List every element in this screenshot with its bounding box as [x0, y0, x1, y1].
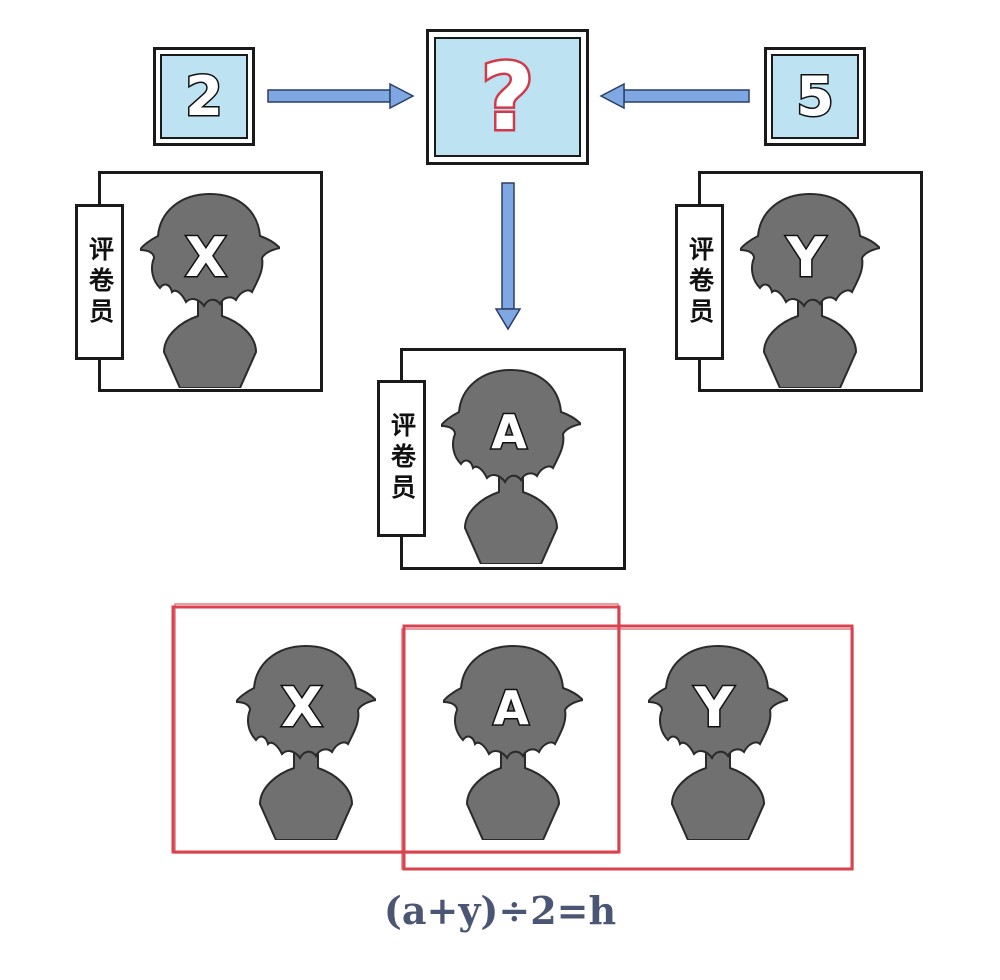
person-silhouette-icon: Y	[740, 192, 880, 388]
reviewer-tag-label: 评卷员	[387, 412, 417, 505]
formula-caption: (a+y)÷2=h	[383, 888, 617, 933]
comparison-a-letter: A	[493, 681, 529, 735]
comparison-highlight-right	[401, 624, 854, 871]
score-left-value: 2	[184, 64, 225, 130]
score-right-value: 5	[795, 64, 836, 130]
right-arrow-icon	[267, 82, 415, 110]
left-arrow-icon	[599, 82, 750, 110]
person-silhouette-icon: Y	[648, 644, 788, 840]
reviewer-y-letter: Y	[785, 226, 826, 289]
comparison-highlight-left	[171, 603, 621, 854]
question-mark-icon: ?	[478, 41, 536, 153]
person-silhouette-icon: A	[441, 368, 581, 564]
reviewer-tag-a: 评卷员	[377, 380, 426, 537]
reviewer-tag-x: 评卷员	[75, 204, 124, 360]
comparison-x-letter: X	[281, 676, 323, 739]
person-silhouette-icon: A	[443, 644, 583, 840]
unknown-score-box: ?	[426, 29, 589, 165]
down-arrow-icon	[494, 182, 522, 331]
comparison-y-letter: Y	[693, 676, 734, 739]
reviewer-tag-y: 评卷员	[675, 204, 724, 360]
person-silhouette-icon: X	[140, 192, 280, 388]
reviewer-tag-label: 评卷员	[85, 235, 115, 329]
reviewer-a-letter: A	[491, 405, 527, 459]
score-box-left: 2	[153, 47, 255, 146]
person-silhouette-icon: X	[236, 644, 376, 840]
reviewer-x-letter: X	[185, 226, 227, 289]
reviewer-tag-label: 评卷员	[685, 235, 715, 329]
score-box-right: 5	[764, 47, 866, 146]
